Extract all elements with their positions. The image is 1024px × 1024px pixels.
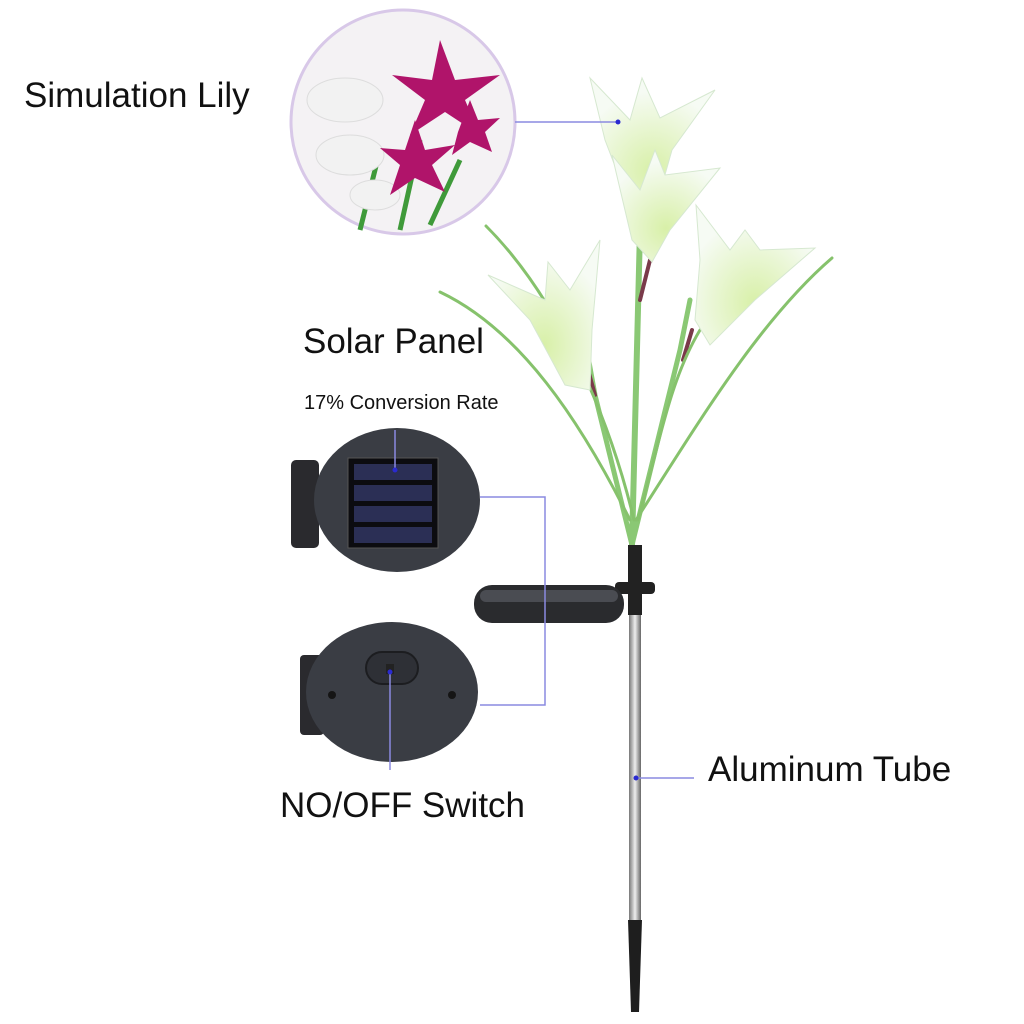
lily-flowers bbox=[487, 76, 817, 391]
solar-panel-top bbox=[291, 428, 480, 572]
label-solar-panel: Solar Panel bbox=[303, 322, 484, 361]
label-aluminum-tube: Aluminum Tube bbox=[708, 750, 952, 789]
label-switch: NO/OFF Switch bbox=[280, 786, 526, 825]
callout-dots bbox=[387, 119, 639, 781]
label-conversion-rate: 17% Conversion Rate bbox=[304, 392, 499, 414]
aluminum-tube bbox=[615, 545, 655, 1012]
lily-stems bbox=[438, 224, 834, 548]
mounted-solar-ring bbox=[474, 585, 624, 623]
lily-inset-circle bbox=[289, 8, 517, 236]
solar-panel-bottom bbox=[300, 622, 478, 762]
callout-lines bbox=[389, 121, 694, 779]
label-simulation-lily: Simulation Lily bbox=[24, 76, 250, 115]
